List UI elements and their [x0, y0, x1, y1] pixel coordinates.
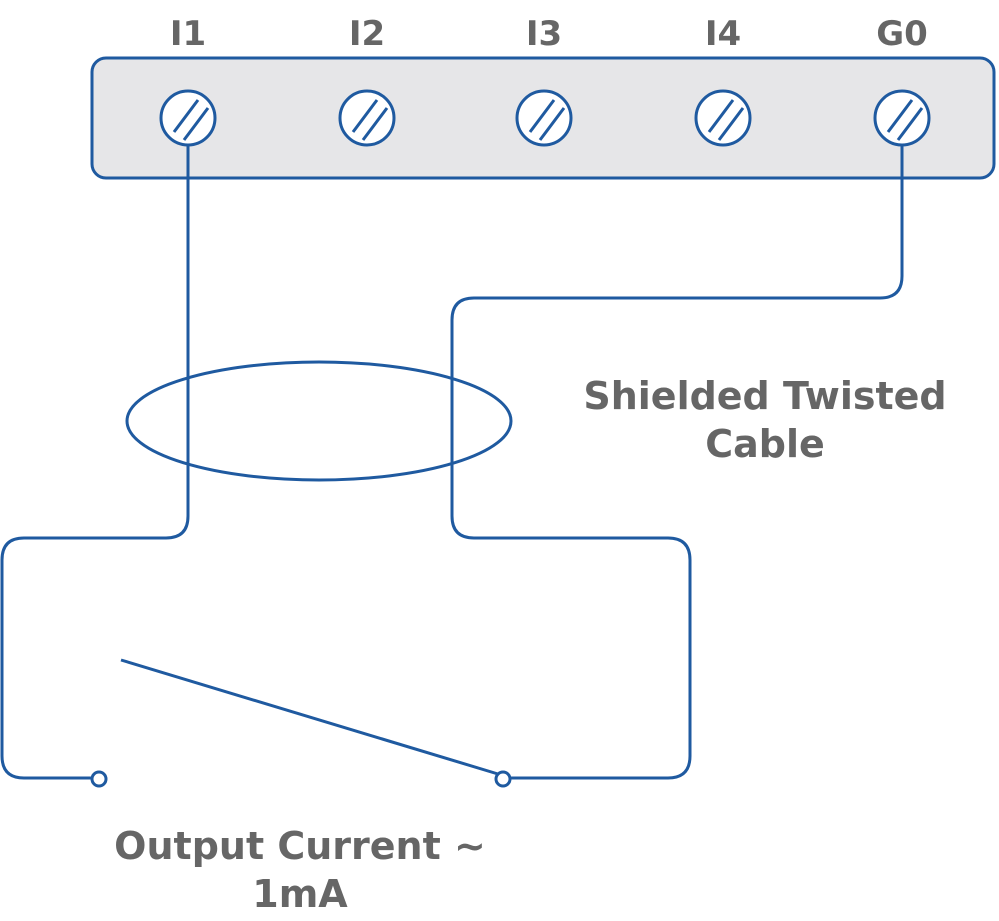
screw-terminal-i4: [694, 89, 752, 147]
screw-terminal-i2: [338, 89, 396, 147]
screw-terminal-i3: [515, 89, 573, 147]
cable-caption: Shielded Twisted Cable: [560, 372, 970, 468]
wire-i1: [0, 145, 190, 780]
output-caption: Output Current ~ 1mA: [60, 822, 540, 918]
terminal-label-i3: I3: [525, 14, 563, 54]
output-caption-line2: 1mA: [252, 872, 348, 916]
switch-contact-left: [90, 770, 108, 788]
cable-caption-line2: Cable: [705, 422, 825, 466]
switch-lever: [120, 658, 499, 776]
terminal-label-i2: I2: [348, 14, 386, 54]
wire-g0: [450, 145, 904, 780]
screw-terminal-i1: [159, 89, 217, 147]
cable-shield-ellipse: [125, 360, 513, 482]
terminal-label-i4: I4: [704, 14, 742, 54]
switch-contact-right: [494, 770, 512, 788]
screw-terminal-g0: [873, 89, 931, 147]
terminal-label-i1: I1: [169, 14, 207, 54]
terminal-label-g0: G0: [876, 14, 928, 54]
cable-caption-line1: Shielded Twisted: [583, 374, 947, 418]
output-caption-line1: Output Current ~: [114, 824, 486, 868]
